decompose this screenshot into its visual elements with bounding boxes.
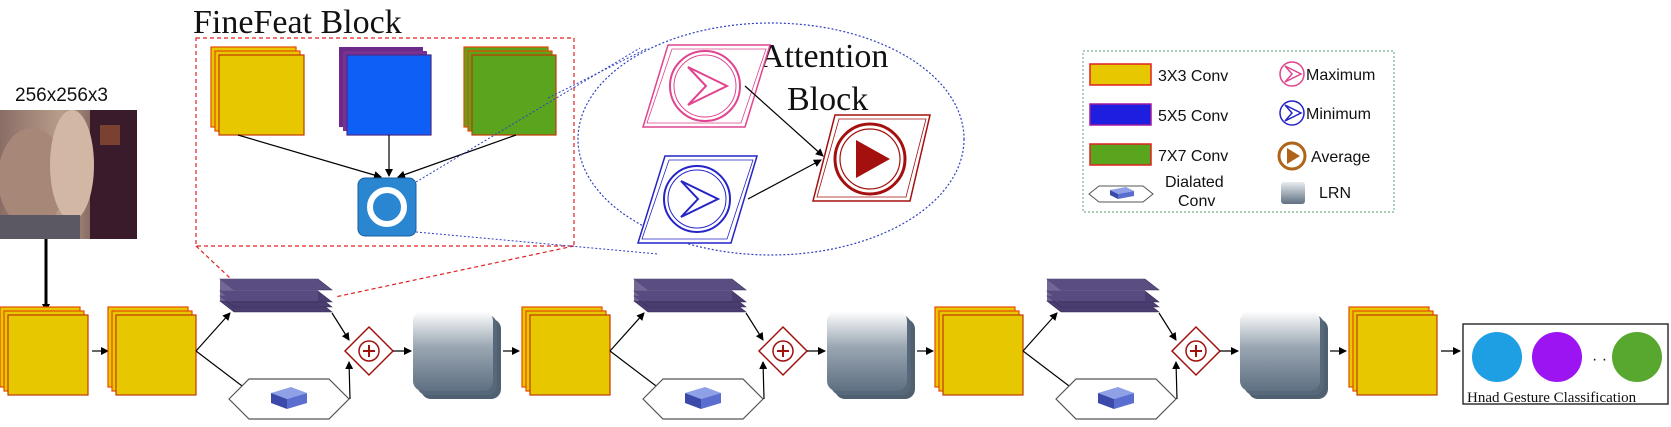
dilated-conv-stage-2: [642, 378, 764, 420]
dilated-conv-stage-1: [228, 378, 350, 420]
legend-maximum-label: Maximum: [1306, 67, 1375, 84]
flow-arrow: [759, 361, 768, 400]
legend-minimum-icon: [1279, 100, 1305, 126]
conv3-stack-final: [1348, 306, 1438, 396]
attention-node-icon: [357, 177, 417, 237]
legend: 3X3 Conv 5X5 Conv 7X7 Conv Dialated Conv…: [1082, 50, 1395, 213]
dilated-stack-stage-2: [633, 278, 747, 313]
class-node-3: [1612, 332, 1662, 382]
finefeat-title: FineFeat Block: [193, 4, 402, 41]
flow-arrow: [745, 312, 764, 341]
class-node-1: [1472, 332, 1522, 382]
legend-dilated-icon: [1088, 185, 1154, 203]
legend-dilated-label-1: Dialated: [1165, 174, 1224, 191]
input-image: [0, 110, 137, 239]
dilated-stack-stage-3: [1046, 278, 1160, 313]
flow-arrow: [345, 361, 354, 400]
legend-conv3-swatch: [1089, 63, 1152, 86]
legend-conv7-label: 7X7 Conv: [1158, 148, 1228, 165]
flow-arrow: [1172, 361, 1181, 400]
add-node-stage-1: [343, 325, 395, 377]
maximum-node: [641, 44, 772, 128]
conv3-stack-input: [0, 306, 89, 396]
legend-maximum-icon: [1279, 61, 1305, 87]
lrn-stage-3: [1240, 311, 1328, 399]
minimum-node: [636, 155, 759, 244]
flow-arrow: [195, 312, 231, 352]
legend-minimum-label: Minimum: [1306, 106, 1371, 123]
classification-label: Hnad Gesture Classification: [1467, 390, 1637, 406]
average-node: [812, 114, 931, 202]
class-node-2: [1532, 332, 1582, 382]
dilated-conv-stage-3: [1055, 378, 1177, 420]
flow-arrow: [1158, 312, 1177, 341]
flow-arrow: [1022, 350, 1078, 393]
legend-conv7-swatch: [1089, 143, 1152, 166]
attention-title-line1: Attention: [760, 38, 888, 75]
finefeat-conv7-stack: [463, 46, 557, 136]
lrn-stage-2: [827, 311, 915, 399]
finefeat-conv5-stack: [339, 47, 432, 136]
flow-arrow: [609, 350, 665, 393]
class-dots: · ·: [1592, 351, 1607, 368]
flow-arrow: [609, 312, 645, 352]
add-node-stage-3: [1170, 325, 1222, 377]
legend-lrn-icon: [1281, 182, 1305, 204]
finefeat-conv3-stack: [210, 46, 305, 136]
input-size-label: 256x256x3: [15, 85, 108, 106]
flow-arrow: [195, 350, 251, 393]
legend-dilated-label-2: Conv: [1178, 193, 1215, 210]
legend-conv3-label: 3X3 Conv: [1158, 68, 1228, 85]
legend-lrn-label: LRN: [1319, 185, 1351, 202]
attention-boundary: [577, 22, 965, 256]
conv3-stack-stage-2: [521, 306, 611, 396]
attention-title-line2: Block: [787, 81, 868, 118]
legend-conv5-swatch: [1089, 103, 1152, 126]
lrn-stage-1: [413, 311, 501, 399]
flow-arrow: [1022, 312, 1058, 352]
conv3-stack-stage-1: [107, 306, 197, 396]
flow-arrow: [331, 312, 350, 341]
legend-average-icon: [1277, 141, 1307, 171]
finefeat-boundary: [195, 37, 575, 247]
add-node-stage-2: [757, 325, 809, 377]
conv3-stack-stage-3: [934, 306, 1024, 396]
legend-average-label: Average: [1311, 149, 1370, 166]
legend-conv5-label: 5X5 Conv: [1158, 108, 1228, 125]
pipeline: [0, 278, 1461, 420]
dilated-stack-stage-1: [219, 278, 333, 313]
